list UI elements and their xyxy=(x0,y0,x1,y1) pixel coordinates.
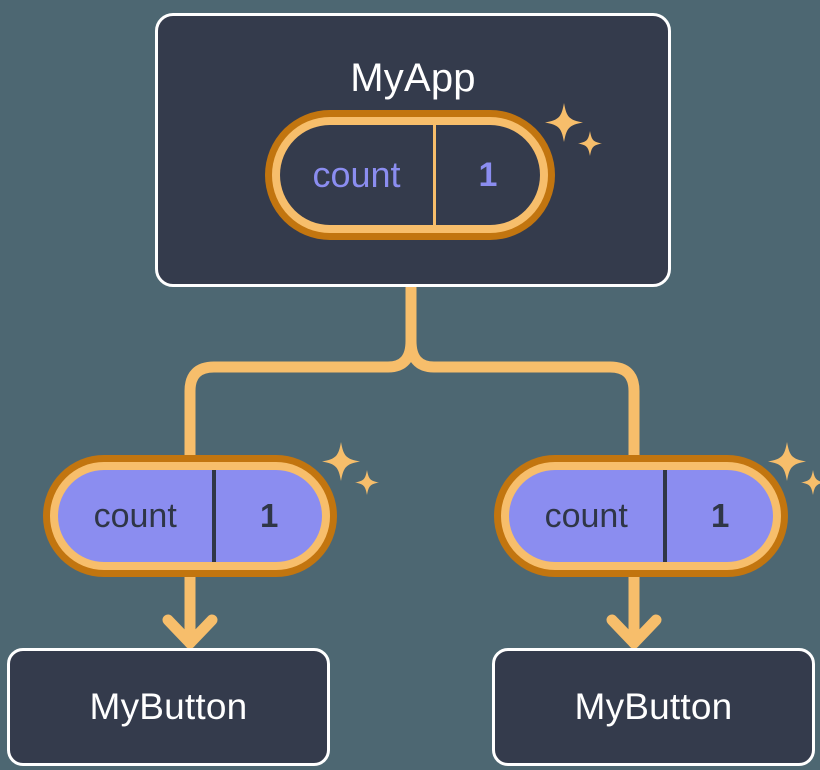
state-key-label: count xyxy=(509,470,668,562)
state-value-label: 1 xyxy=(260,497,279,534)
state-pill-root[interactable]: count 1 xyxy=(265,110,555,240)
state-pill-inner-ring: count 1 xyxy=(501,462,781,570)
page-title: MyApp xyxy=(350,56,476,100)
state-pill-inner-ring: count 1 xyxy=(50,462,330,570)
sparkle-small-icon xyxy=(355,470,379,495)
state-key-label: count xyxy=(280,125,436,225)
state-pill-body: count 1 xyxy=(280,125,540,225)
state-pill-child-left[interactable]: count 1 xyxy=(43,455,337,577)
state-key-label: count xyxy=(58,470,217,562)
state-pill-inner-ring: count 1 xyxy=(272,117,548,233)
component-card-mybutton-right[interactable]: MyButton xyxy=(492,648,815,766)
state-value-label: 1 xyxy=(711,497,730,534)
component-label: MyButton xyxy=(89,686,248,727)
sparkle-icon xyxy=(322,442,360,481)
component-card-mybutton-left[interactable]: MyButton xyxy=(7,648,330,766)
connector-fork-left xyxy=(184,335,417,472)
state-pill-body: count 1 xyxy=(509,470,773,562)
arrow-down-icon xyxy=(162,614,218,649)
arrow-down-icon xyxy=(606,614,662,649)
state-value-label: 1 xyxy=(478,155,498,194)
sparkle-small-icon xyxy=(801,470,820,495)
state-pill-body: count 1 xyxy=(58,470,322,562)
component-label: MyButton xyxy=(574,686,733,727)
state-pill-child-right[interactable]: count 1 xyxy=(494,455,788,577)
sparkle-icon xyxy=(768,442,806,481)
connector-fork-right xyxy=(405,335,640,472)
